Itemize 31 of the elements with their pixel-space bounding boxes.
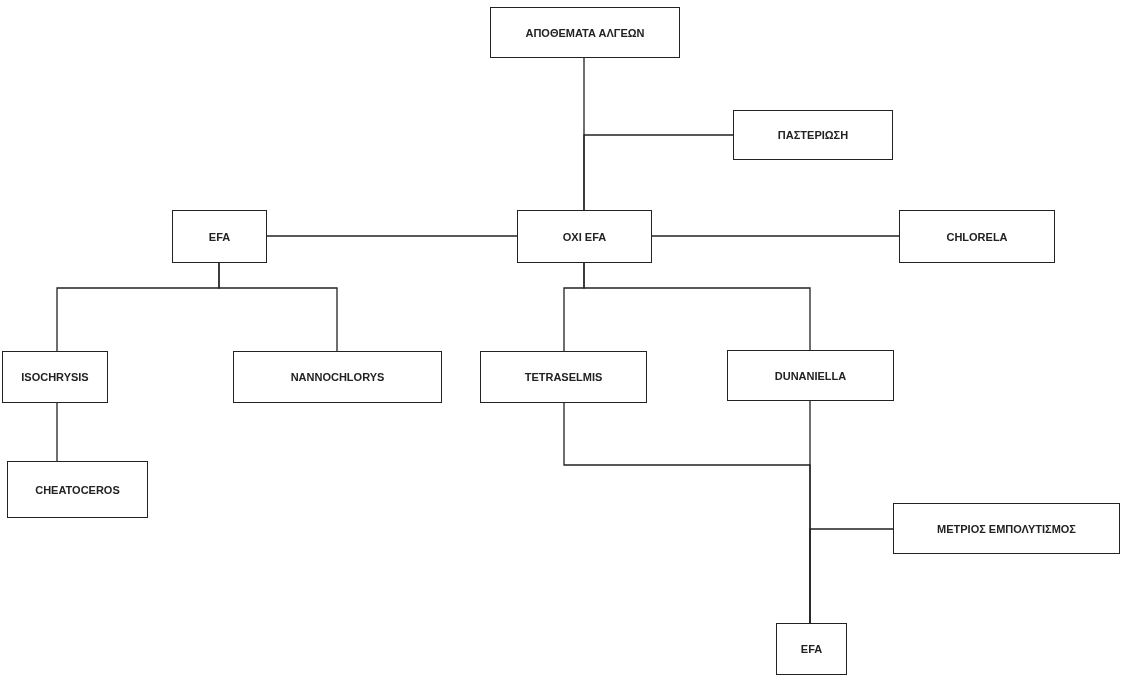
process-box [899,210,1055,263]
box-label: CHLORELA [946,230,1008,243]
box-label: DUNANIELLA [774,369,847,382]
connector-line [218,262,338,352]
connector-line [809,528,894,624]
process-box [776,623,847,675]
connector-line [266,235,518,237]
process-box [233,351,442,403]
process-box [7,461,148,518]
process-box [490,7,680,58]
process-box [893,503,1120,554]
box-label: ΜΕΤΡΙΟΣ ΕΜΠΟΛΥΤΙΣΜΟΣ [937,522,1076,535]
box-label: CHEATOCEROS [35,483,120,496]
process-box [517,210,652,263]
box-label: ΑΠΟΘΕΜΑΤΑ ΑΛΓΕΩΝ [525,26,645,39]
connector-line [583,262,811,351]
connector-line [583,134,734,211]
connector-line [56,402,58,462]
box-label: OXI EFA [562,230,607,243]
connector-line [651,235,900,237]
process-box [733,110,893,160]
box-label: EFA [800,643,823,655]
box-label: NANNOCHLORYS [290,371,385,383]
box-label: TETRASELMIS [524,371,603,383]
box-label: ISOCHRYSIS [21,371,89,383]
box-label: ΠΑΣΤΕΡΙΩΣΗ [777,129,849,141]
process-box [172,210,267,263]
process-box [2,351,108,403]
box-label: EFA [208,230,231,243]
process-box [727,350,894,401]
process-box [480,351,647,403]
